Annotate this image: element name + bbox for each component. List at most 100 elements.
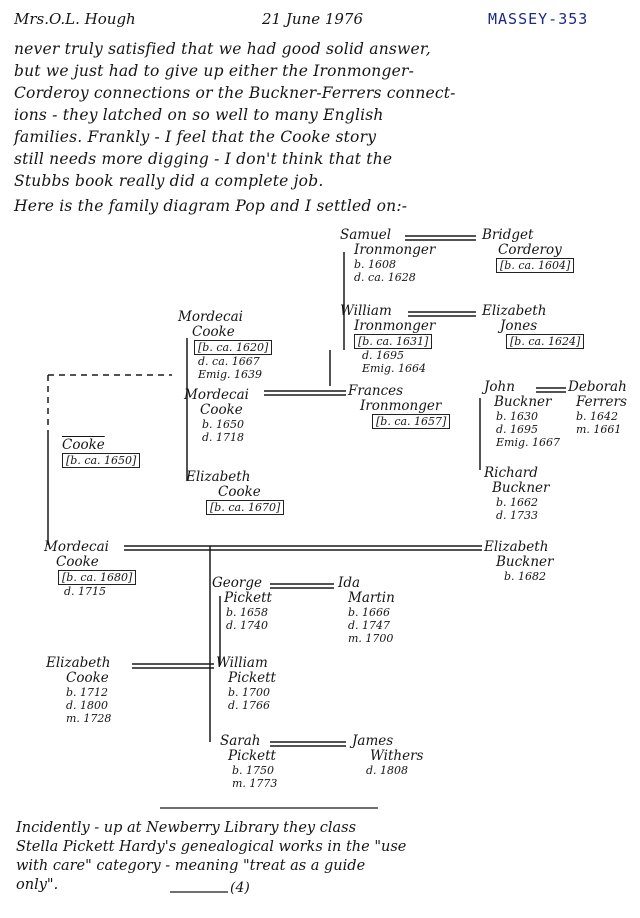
person-death: d. 1800 (66, 699, 109, 712)
person-death: d. 1740 (226, 619, 269, 632)
person-sarah-pickett: Sarah Pickett b. 1750 m. 1773 (220, 734, 278, 791)
reference-number: MASSEY-353 (488, 10, 589, 28)
person-birth: [b. ca. 1604] (496, 258, 575, 273)
body-line: Stubbs book really did a complete job. (14, 172, 324, 190)
person-death: d. 1718 (202, 431, 245, 444)
person-death: d. 1695 (362, 349, 405, 362)
person-death: d. 1747 (348, 619, 391, 632)
person-deborah-ferrers: Deborah Ferrers b. 1642 m. 1661 (568, 379, 627, 437)
person-name: Cooke (62, 437, 105, 453)
person-mordecai-cooke-1: Mordecai Cooke [b. ca. 1620] d. ca. 1667… (178, 309, 273, 381)
person-surname: Cooke (200, 402, 243, 418)
person-name: Samuel (340, 227, 392, 243)
person-name: Deborah (568, 379, 627, 395)
person-surname: Cooke (192, 324, 235, 340)
person-james-withers: James Withers d. 1808 (352, 733, 424, 778)
person-name: James (352, 733, 394, 749)
body-line: Here is the family diagram Pop and I set… (14, 197, 408, 215)
person-surname: Buckner (494, 394, 552, 410)
person-birth: [b. ca. 1631] (354, 334, 433, 349)
person-surname: Pickett (224, 590, 272, 606)
person-surname: Jones (500, 318, 538, 334)
person-elizabeth-buckner: Elizabeth Buckner b. 1682 (484, 539, 554, 584)
person-birth: b. 1658 (226, 606, 269, 619)
person-surname: Pickett (228, 748, 276, 764)
person-birth: b. 1608 (354, 258, 397, 271)
person-elizabeth-cooke-2: Elizabeth Cooke b. 1712 d. 1800 m. 1728 (46, 656, 112, 726)
person-surname: Cooke (66, 670, 109, 686)
person-william-ironmonger: William Ironmonger [b. ca. 1631] d. 1695… (340, 303, 436, 376)
person-name: George (212, 575, 262, 591)
page-number: (4) (230, 880, 250, 896)
person-birth: b. 1662 (496, 496, 539, 509)
person-birth: [b. ca. 1657] (372, 414, 451, 429)
person-elizabeth-jones: Elizabeth Jones [b. ca. 1624] (482, 303, 585, 349)
footer-line: with care" category - meaning "treat as … (16, 858, 366, 874)
person-richard-buckner: Richard Buckner b. 1662 d. 1733 (484, 465, 550, 523)
person-name: Elizabeth (484, 539, 549, 555)
person-surname: Ironmonger (354, 318, 436, 334)
body-line: never truly satisfied that we had good s… (14, 40, 431, 58)
person-name: Elizabeth (186, 469, 251, 485)
person-surname: Ironmonger (360, 398, 442, 414)
author-name: Mrs.O.L. Hough (14, 10, 136, 28)
person-surname: Corderoy (498, 242, 562, 258)
footer-line: Stella Pickett Hardy's genealogical work… (16, 839, 407, 855)
person-surname: Pickett (228, 670, 276, 686)
person-bridget-corderoy: Bridget Corderoy [b. ca. 1604] (482, 227, 575, 273)
person-birth: [b. ca. 1624] (506, 334, 585, 349)
footer-line: only". (16, 877, 59, 893)
person-marriage: m. 1661 (576, 423, 622, 436)
person-marriage: m. 1700 (348, 632, 394, 645)
body-line: families. Frankly - I feel that the Cook… (14, 128, 377, 146)
body-line: still needs more digging - I don't think… (14, 150, 393, 168)
person-name: William (216, 655, 268, 671)
person-birth: [b. ca. 1620] (194, 340, 273, 355)
person-ida-martin: Ida Martin b. 1666 d. 1747 m. 1700 (338, 575, 395, 646)
person-elizabeth-cooke-1: Elizabeth Cooke [b. ca. 1670] (186, 469, 285, 515)
person-frances-ironmonger: Frances Ironmonger [b. ca. 1657] (348, 383, 451, 429)
person-death: d. 1766 (228, 699, 271, 712)
person-name: Richard (484, 465, 538, 481)
body-line: ions - they latched on so well to many E… (14, 106, 384, 124)
person-name: Mordecai (44, 539, 109, 555)
person-birth: b. 1666 (348, 606, 391, 619)
person-birth: b. 1630 (496, 410, 539, 423)
person-surname: Cooke (56, 554, 99, 570)
person-birth: b. 1682 (504, 570, 547, 583)
person-death: d. 1733 (496, 509, 539, 522)
person-george-pickett: George Pickett b. 1658 d. 1740 (212, 575, 272, 633)
person-death: d. 1808 (366, 764, 409, 777)
person-death: d. 1695 (496, 423, 539, 436)
body-line: but we just had to give up either the Ir… (14, 62, 415, 80)
person-name: Ida (338, 575, 361, 591)
person-name: John (484, 379, 515, 395)
person-william-pickett: William Pickett b. 1700 d. 1766 (216, 655, 276, 713)
person-death: d. ca. 1628 (354, 271, 416, 284)
person-marriage: m. 1773 (232, 777, 278, 790)
person-surname: Buckner (496, 554, 554, 570)
person-name: William (340, 303, 392, 319)
person-surname: Withers (370, 748, 424, 764)
person-birth: [b. ca. 1670] (206, 500, 285, 515)
person-birth: b. 1650 (202, 418, 245, 431)
person-name: Bridget (482, 227, 534, 243)
person-name: Frances (348, 383, 404, 399)
person-name: Elizabeth (482, 303, 547, 319)
person-emigration: Emig. 1667 (496, 436, 561, 449)
person-name: Mordecai (178, 309, 243, 325)
person-death: d. 1715 (64, 585, 107, 598)
body-line: Corderoy connections or the Buckner-Ferr… (14, 84, 456, 102)
person-birth: [b. ca. 1680] (58, 570, 137, 585)
person-birth: b. 1712 (66, 686, 109, 699)
person-mordecai-cooke-2: Mordecai Cooke b. 1650 d. 1718 (184, 388, 249, 445)
person-samuel-ironmonger: Samuel Ironmonger b. 1608 d. ca. 1628 (340, 227, 435, 285)
person-surname: Buckner (492, 480, 550, 496)
person-mordecai-cooke-3: Mordecai Cooke [b. ca. 1680] d. 1715 (44, 539, 137, 598)
footer-line: Incidently - up at Newberry Library they… (16, 820, 357, 836)
person-cooke: Cooke [b. ca. 1650] (62, 437, 141, 468)
person-surname: Ferrers (576, 394, 627, 410)
person-birth: [b. ca. 1650] (62, 453, 141, 468)
person-marriage: m. 1728 (66, 712, 112, 725)
